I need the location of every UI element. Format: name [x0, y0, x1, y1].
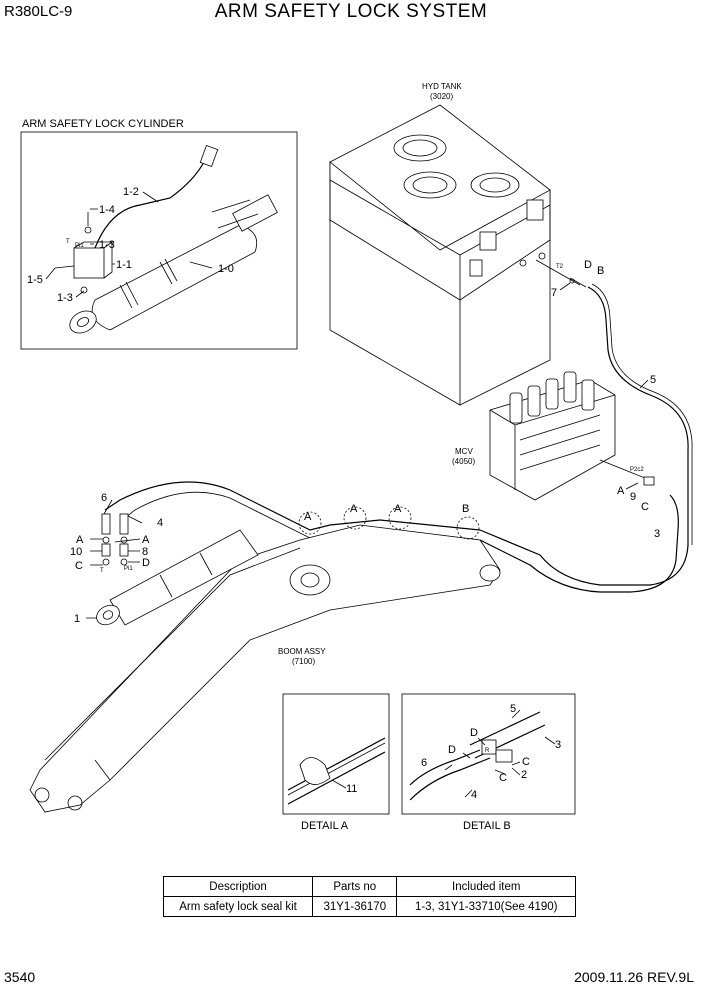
label-t-box: T: [66, 239, 70, 245]
parts-cell-description: Arm safety lock seal kit: [162, 896, 314, 917]
mcv: MCV (4050) P2c2 A 9 C 3 5: [452, 371, 660, 540]
boom-mark-a1: A: [304, 511, 312, 523]
detail-b-label-c2: C: [499, 772, 507, 784]
mcv-name: MCV: [455, 447, 473, 456]
label-1-1: 1-1: [116, 259, 132, 271]
detail-b-label-d2: D: [448, 744, 456, 756]
boom-code: (7100): [292, 657, 315, 666]
detail-b-label-d1: D: [470, 727, 478, 739]
arm-label-pi1: Pi1: [124, 566, 133, 572]
detail-b-label-5: 5: [510, 703, 516, 715]
mcv-port-p2c2: P2c2: [630, 467, 644, 473]
arm-label-a: A: [76, 534, 84, 546]
mcv-label-5: 5: [650, 374, 656, 386]
arm-label-a2: A: [142, 534, 150, 546]
arm-label-10: 10: [70, 546, 82, 558]
parts-header-included-item: Included item: [396, 876, 576, 897]
mcv-label-c: C: [641, 501, 649, 513]
parts-table: Description Parts no Included item Arm s…: [162, 876, 576, 917]
tank-port-t2: T2: [556, 264, 564, 270]
tank-label-7: 7: [551, 287, 557, 299]
cylinder-detail-box: ARM SAFETY LOCK CYLINDER 1-2 1-4 1-3 1-1…: [20, 118, 298, 350]
label-pi1-box: Pi1: [75, 243, 84, 249]
detail-b-label-2: 2: [521, 769, 527, 781]
model-number: R380LC-9: [4, 3, 73, 20]
tank-label-b: B: [597, 265, 604, 277]
parts-cell-included-item: 1-3, 31Y1-33710(See 4190): [396, 896, 576, 917]
label-1-3a: 1-3: [99, 239, 115, 251]
parts-header-parts-no: Parts no: [312, 876, 398, 897]
mcv-label-a: A: [617, 485, 625, 497]
boom-mark-a3: A: [394, 503, 402, 515]
label-1-4: 1-4: [99, 204, 115, 216]
arm-label-c: C: [75, 560, 83, 572]
parts-table-header-row: Description Parts no Included item: [162, 876, 576, 897]
cylinder-box-title: ARM SAFETY LOCK CYLINDER: [22, 118, 184, 130]
detail-b-label-6: 6: [421, 757, 427, 769]
tank-label-d: D: [584, 259, 592, 271]
detail-a-caption: DETAIL A: [301, 820, 349, 832]
mcv-label-3: 3: [654, 528, 660, 540]
label-1-3b: 1-3: [57, 292, 73, 304]
mcv-code: (4050): [452, 457, 475, 466]
detail-b-label-4: 4: [471, 789, 477, 801]
boom-mark-b: B: [462, 503, 469, 515]
tank-code: (3020): [430, 92, 453, 101]
detail-b-box: 5 3 D D 6 C C 2 4 R DETAIL B: [401, 693, 576, 832]
detail-b-label-r: R: [485, 748, 490, 754]
parts-header-description: Description: [162, 876, 314, 897]
label-1-2: 1-2: [123, 186, 139, 198]
label-1-5: 1-5: [27, 274, 43, 286]
arm-label-t: T: [100, 568, 104, 574]
table-row: Arm safety lock seal kit 31Y1-36170 1-3,…: [162, 896, 576, 917]
label-1-0: 1-0: [218, 263, 234, 275]
arm-cylinder: 6 4 A 10 C A 8 D 1 Pi1 T: [70, 492, 259, 626]
detail-b-label-c1: C: [522, 756, 530, 768]
detail-a-box: 11 DETAIL A: [282, 693, 390, 832]
arm-label-6: 6: [101, 492, 107, 504]
arm-label-4: 4: [157, 517, 163, 529]
arm-label-1: 1: [74, 613, 80, 625]
page-title: ARM SAFETY LOCK SYSTEM: [214, 1, 488, 22]
detail-b-label-3: 3: [555, 739, 561, 751]
boom-name: BOOM ASSY: [278, 647, 326, 656]
detail-b-caption: DETAIL B: [463, 820, 511, 832]
boom-mark-a2: A: [350, 503, 358, 515]
hyd-tank: HYD TANK (3020) T2 7 D B: [329, 82, 604, 406]
mcv-label-9: 9: [630, 491, 636, 503]
parts-cell-parts-no: 31Y1-36170: [312, 896, 398, 917]
hoses: [104, 283, 693, 593]
boom-assy: BOOM ASSY (7100) A A A B: [29, 503, 501, 813]
arm-label-8: 8: [142, 546, 148, 558]
tank-name: HYD TANK: [422, 82, 462, 91]
detail-a-label-11: 11: [346, 783, 357, 795]
revision-date: 2009.11.26 REV.9L: [574, 969, 694, 985]
arm-label-d: D: [142, 557, 150, 569]
page-number: 3540: [4, 969, 36, 985]
